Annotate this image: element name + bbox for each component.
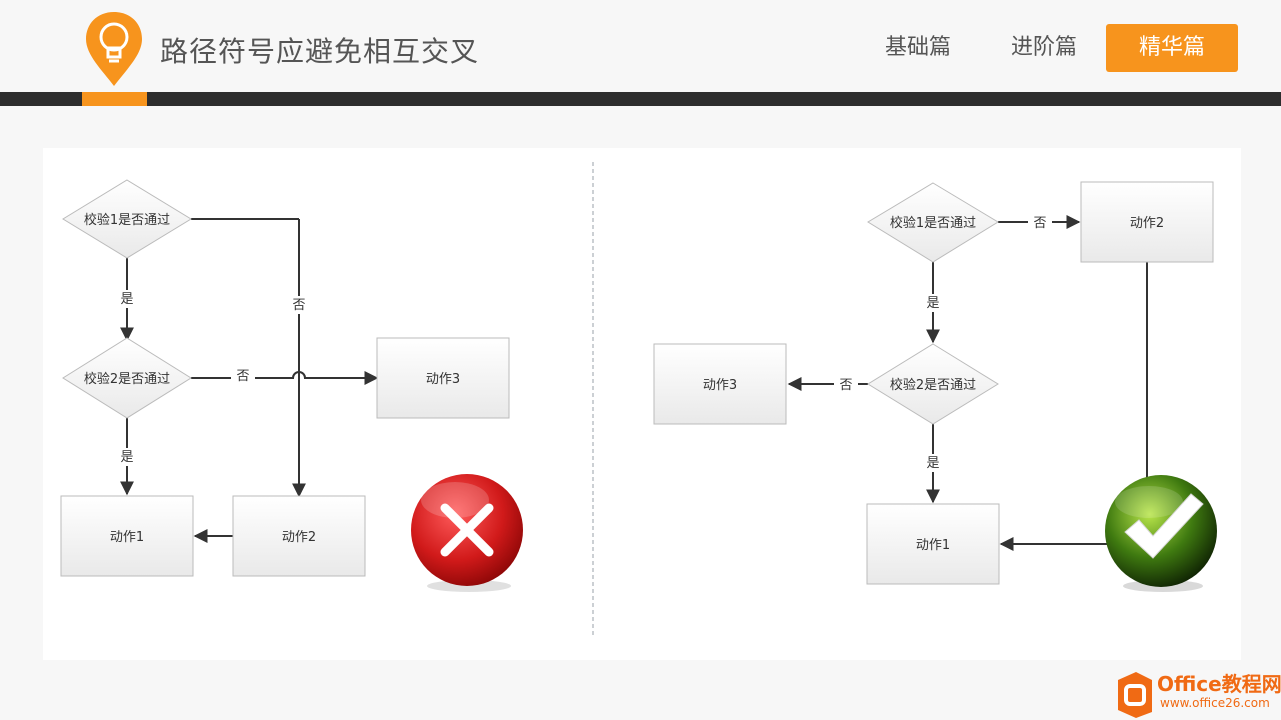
left-connector-d2-no: [191, 371, 379, 385]
nav-advanced[interactable]: 进阶篇: [1010, 35, 1077, 60]
nav-essence-active[interactable]: 精华篇: [1106, 24, 1238, 72]
header-band: [0, 92, 1281, 106]
page-title: 路径符号应避免相互交叉: [160, 35, 480, 68]
right-label-no-1: 否: [1033, 216, 1046, 231]
left-action-3-shape: [376, 337, 510, 419]
left-action-2: 动作2: [282, 530, 316, 545]
right-action-3-shape: [653, 343, 787, 425]
right-label-yes-2: 是: [926, 456, 939, 471]
left-decision-1: 校验1是否通过: [84, 212, 170, 228]
check-icon: [1105, 475, 1217, 592]
right-flowchart: 校验1是否通过 校验2是否通过 动作2 动作3 动作1 否 是 否 是: [653, 181, 1217, 592]
left-action-3: 动作3: [426, 372, 460, 387]
right-action-1-shape: [866, 503, 1000, 585]
right-decision-1: 校验1是否通过: [890, 215, 976, 231]
left-label-no-1: 否: [292, 298, 305, 313]
right-decision-2-shape: [867, 343, 999, 425]
left-flowchart: 校验1是否通过 校验2是否通过 动作3 动作1 动作2 是 是 否 否: [60, 179, 523, 592]
right-decision-1-shape: [867, 182, 999, 263]
left-label-no-2: 否: [236, 369, 249, 384]
header-band-accent: [82, 92, 147, 106]
left-action-2-shape: [232, 495, 366, 577]
right-label-yes-1: 是: [926, 296, 939, 311]
left-action-1-shape: [60, 495, 194, 577]
left-label-yes-2: 是: [120, 450, 133, 465]
right-label-no-2: 否: [839, 378, 852, 393]
right-decision-2: 校验2是否通过: [890, 377, 976, 393]
watermark-url: www.office26.com: [1160, 696, 1270, 710]
left-action-1: 动作1: [110, 530, 144, 545]
left-decision-1-shape: [62, 179, 192, 259]
lightbulb-icon: [86, 12, 142, 86]
right-action-1: 动作1: [916, 538, 950, 553]
left-decision-2: 校验2是否通过: [84, 371, 170, 387]
office-logo-icon: [1118, 672, 1152, 718]
right-action-2: 动作2: [1130, 216, 1164, 231]
content-canvas: 校验1是否通过 校验2是否通过 动作3 动作1 动作2 是 是 否 否: [43, 148, 1241, 660]
wrong-icon: [411, 474, 523, 592]
right-action-3: 动作3: [703, 378, 737, 393]
header: 路径符号应避免相互交叉 基础篇 进阶篇 精华篇: [0, 0, 1281, 92]
right-action-2-shape: [1080, 181, 1214, 263]
left-decision-2-shape: [62, 337, 192, 419]
comparison-diagram: 校验1是否通过 校验2是否通过 动作3 动作1 动作2 是 是 否 否: [60, 162, 1217, 636]
nav-basic[interactable]: 基础篇: [884, 35, 951, 60]
watermark-brand: Office教程网: [1157, 672, 1281, 696]
left-label-yes-1: 是: [120, 292, 133, 307]
